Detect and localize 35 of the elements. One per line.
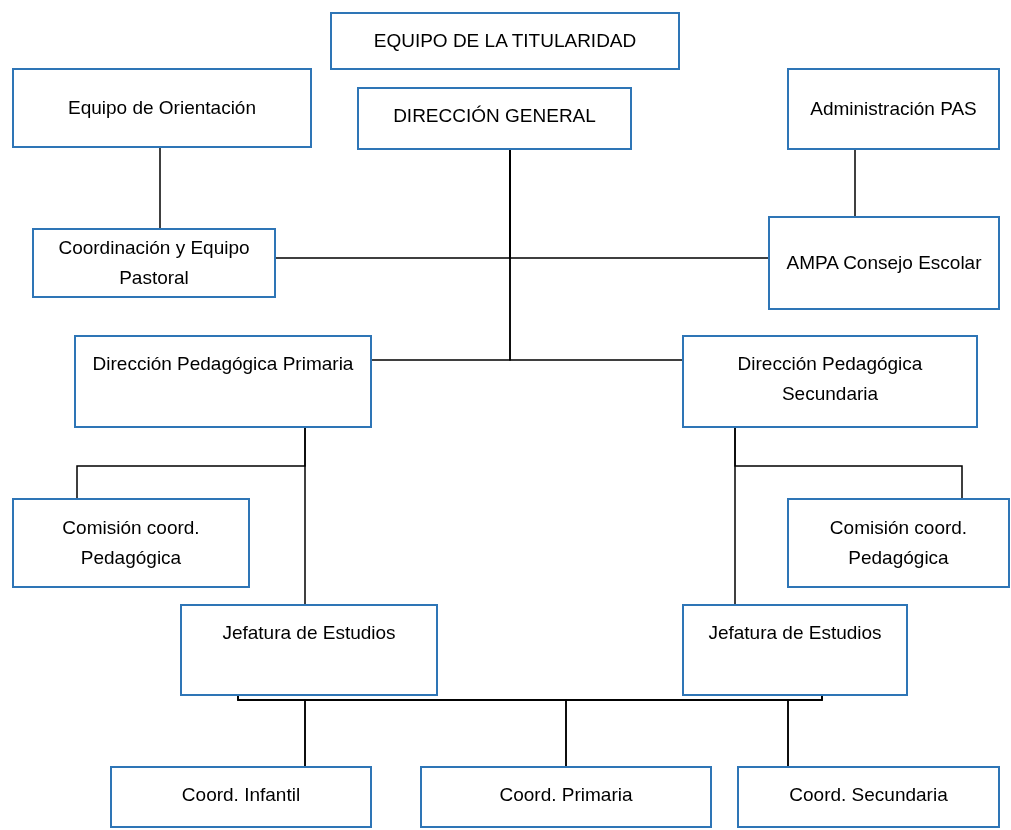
connector-line (854, 149, 856, 217)
box-label: Jefatura de Estudios (222, 621, 396, 645)
box-label: Jefatura de Estudios (708, 621, 882, 645)
org-box (787, 68, 1000, 150)
box-label: Dirección Pedagógica Primaria (92, 352, 354, 376)
box-label: Administración PAS (810, 97, 977, 121)
connector-line (304, 427, 306, 605)
box-label: DIRECCIÓN GENERAL (393, 104, 596, 128)
org-box (74, 335, 372, 428)
org-box (32, 228, 276, 298)
connector-line (159, 147, 161, 229)
org-box (180, 604, 438, 696)
box-label: Equipo de Orientación (68, 96, 256, 120)
box-label: Coord. Infantil (181, 783, 301, 807)
connector-line (734, 427, 736, 605)
org-box (330, 12, 680, 70)
org-box (787, 498, 1010, 588)
box-label: AMPA Consejo Escolar (786, 251, 982, 275)
box-label: Coord. Secundaria (789, 783, 948, 807)
org-box (12, 498, 250, 588)
box-label: Dirección Pedagógica Secundaria (736, 352, 924, 406)
org-box (737, 766, 1000, 828)
box-label: Coord. Primaria (499, 783, 633, 807)
box-label: EQUIPO DE LA TITULARIDAD (373, 29, 637, 53)
box-label: Comisión coord. Pedagógica (828, 516, 969, 570)
box-label: Comisión coord. Pedagógica (61, 516, 201, 570)
connector-line (787, 695, 823, 767)
org-box (357, 87, 632, 150)
org-box (110, 766, 372, 828)
org-box (682, 604, 908, 696)
org-box (12, 68, 312, 148)
org-box (682, 335, 978, 428)
org-box (768, 216, 1000, 310)
box-label: Coordinación y Equipo Pastoral (57, 236, 251, 290)
org-box (420, 766, 712, 828)
